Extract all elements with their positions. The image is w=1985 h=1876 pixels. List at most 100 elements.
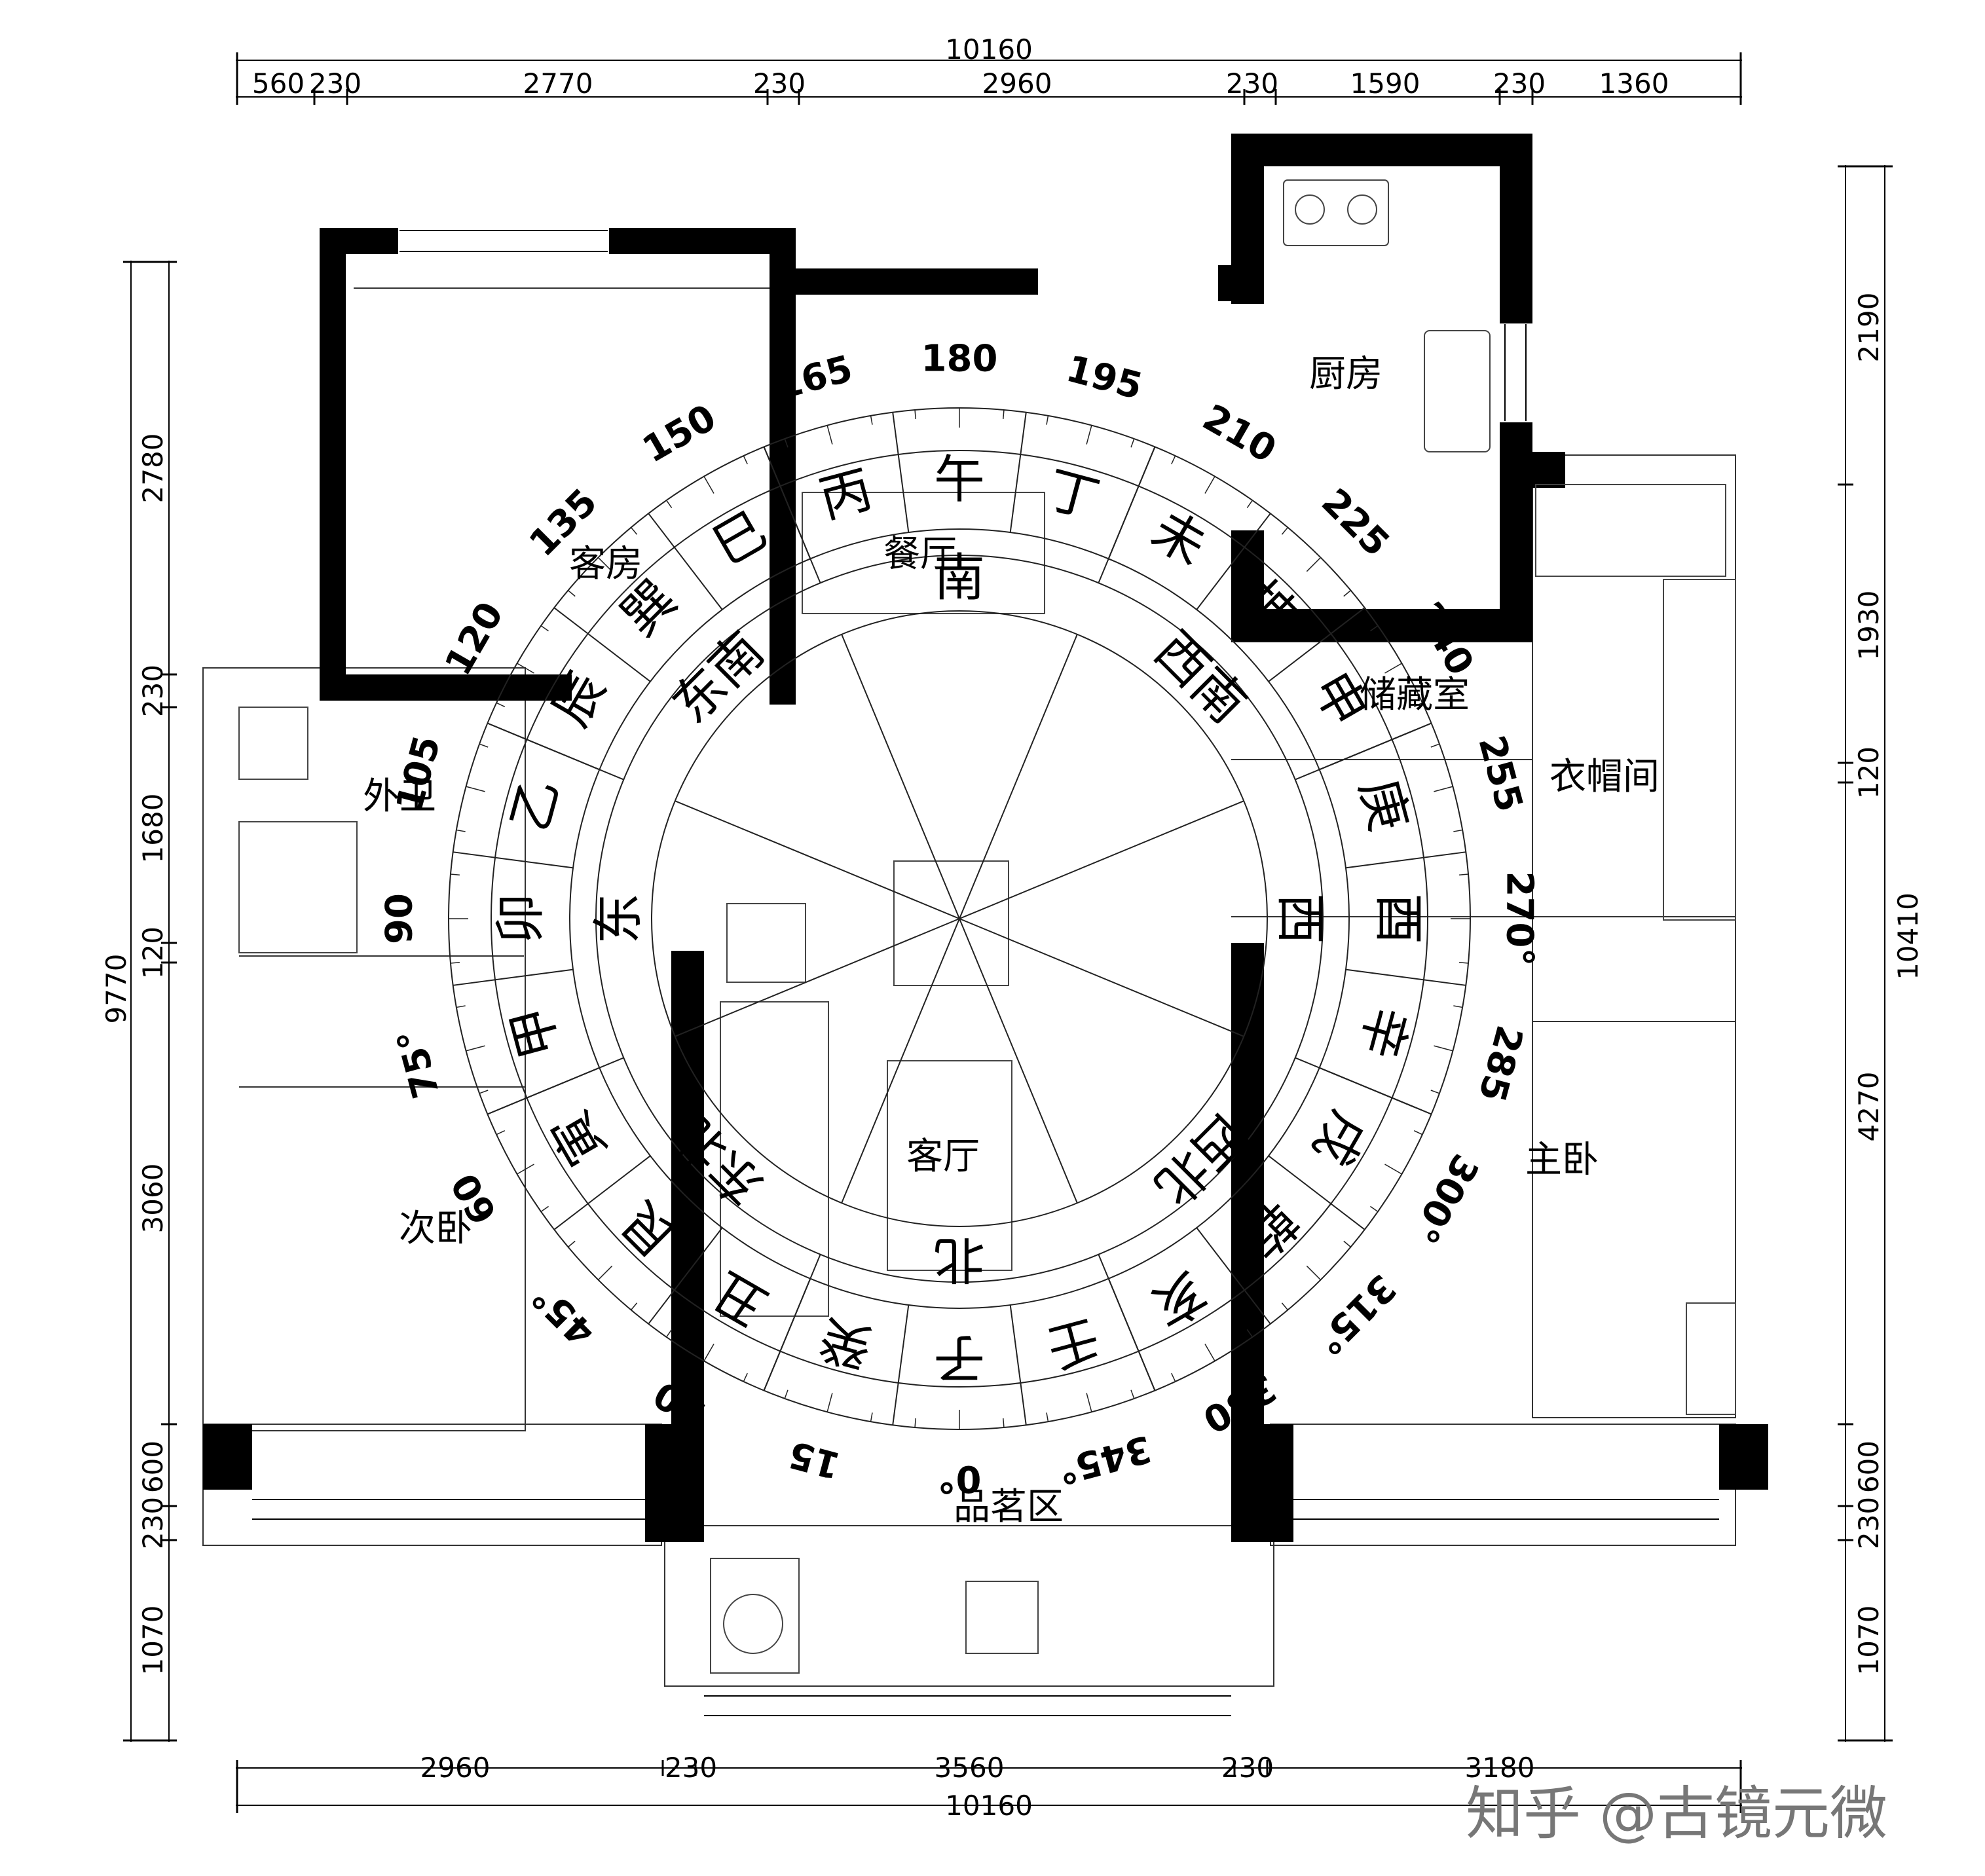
mountain-label: 子 bbox=[934, 1328, 985, 1387]
mountain-divider bbox=[1319, 1067, 1432, 1115]
degree-tick bbox=[826, 1393, 833, 1412]
degree-label: 300° bbox=[1402, 1147, 1487, 1251]
washer-icon bbox=[710, 1558, 800, 1674]
direction-spoke bbox=[959, 634, 1078, 919]
degree-tick bbox=[1370, 625, 1379, 632]
degree-tick bbox=[1171, 455, 1176, 465]
degree-tick bbox=[1246, 1329, 1253, 1338]
degree-label: 315° bbox=[1307, 1266, 1403, 1363]
washbasin-icon bbox=[238, 707, 308, 780]
degree-tick bbox=[784, 438, 788, 448]
tea-table bbox=[965, 1581, 1039, 1654]
degree-tick bbox=[631, 1302, 638, 1310]
mountain-divider bbox=[1345, 968, 1466, 986]
dim-left-seg: 1070 bbox=[137, 1606, 169, 1676]
compass-ring bbox=[491, 450, 1428, 1388]
dim-left-seg: 1680 bbox=[137, 794, 169, 864]
degree-tick bbox=[496, 1130, 506, 1135]
degree-tick bbox=[1434, 1045, 1453, 1052]
compass-overlay: 子癸丑艮寅甲卯乙辰巽巳丙午丁未坤申庚酉辛戌乾亥壬北东北东东南南西南西西北0°15… bbox=[379, 338, 1541, 1500]
degree-label: 15 bbox=[785, 1432, 845, 1486]
degree-tick bbox=[1459, 874, 1469, 875]
degree-label: 195 bbox=[1062, 348, 1147, 409]
degree-tick bbox=[1430, 743, 1440, 748]
degree-tick bbox=[496, 702, 506, 707]
mountain-divider bbox=[892, 1304, 910, 1425]
degree-tick bbox=[870, 1412, 873, 1422]
degree-tick bbox=[1370, 1205, 1379, 1213]
degree-tick bbox=[703, 1344, 714, 1361]
dim-left-seg: 2780 bbox=[137, 433, 169, 504]
tv-cabinet bbox=[893, 860, 1009, 986]
dim-top-seg: 2960 bbox=[982, 67, 1052, 100]
direction-spoke bbox=[675, 800, 960, 919]
dim-right-seg: 4270 bbox=[1853, 1072, 1885, 1142]
room-label-guest-room: 客房 bbox=[569, 543, 642, 585]
mountain-label: 午 bbox=[934, 451, 985, 509]
dim-right-seg: 600 bbox=[1853, 1441, 1885, 1493]
degree-tick bbox=[1204, 476, 1215, 494]
mountain-divider bbox=[1268, 1155, 1365, 1230]
dim-bottom-seg: 2960 bbox=[420, 1752, 491, 1784]
degree-tick bbox=[1343, 1240, 1351, 1247]
direction-spoke bbox=[841, 634, 960, 919]
degree-label: 255 bbox=[1470, 731, 1530, 817]
room-label-living: 客厅 bbox=[906, 1135, 980, 1178]
mountain-label: 壬 bbox=[1041, 1308, 1105, 1378]
mountain-divider bbox=[453, 851, 574, 869]
degree-tick bbox=[665, 1329, 673, 1338]
mountain-label: 丑 bbox=[703, 1260, 777, 1337]
degree-tick bbox=[1343, 590, 1351, 597]
degree-tick bbox=[1246, 500, 1253, 508]
degree-tick bbox=[826, 425, 833, 445]
wardrobe-cabinet bbox=[1535, 484, 1726, 577]
degree-label: 0° bbox=[938, 1458, 982, 1500]
dim-left-seg: 3060 bbox=[137, 1164, 169, 1234]
compass-ring bbox=[595, 555, 1324, 1283]
room-label-storage: 储藏室 bbox=[1360, 674, 1470, 716]
dim-right-seg: 2190 bbox=[1853, 293, 1885, 363]
degree-tick bbox=[1384, 1164, 1402, 1175]
degree-tick bbox=[1003, 409, 1005, 419]
mountain-divider bbox=[1268, 607, 1365, 682]
degree-tick bbox=[1086, 1393, 1092, 1412]
degree-tick bbox=[597, 1265, 613, 1281]
degree-tick bbox=[631, 527, 638, 535]
degree-tick bbox=[743, 1372, 748, 1382]
dim-top-seg: 230 bbox=[1493, 67, 1546, 100]
mountain-label: 辰 bbox=[541, 663, 618, 737]
degree-tick bbox=[540, 1205, 549, 1213]
degree-label: 75° bbox=[389, 1025, 448, 1103]
degree-tick bbox=[479, 1090, 489, 1094]
stove-icon bbox=[1283, 179, 1389, 246]
degree-tick bbox=[1281, 527, 1288, 535]
degree-tick bbox=[456, 1005, 466, 1008]
degree-tick bbox=[456, 829, 466, 832]
mountain-label: 丁 bbox=[1041, 460, 1105, 530]
mountain-divider bbox=[1107, 446, 1156, 559]
bed-icon bbox=[1686, 1302, 1736, 1415]
degree-label: 225 bbox=[1313, 481, 1398, 565]
dim-top-seg: 230 bbox=[753, 67, 806, 100]
dim-top-seg: 2770 bbox=[523, 67, 593, 100]
degree-tick bbox=[743, 455, 748, 465]
dim-bottom-seg: 3560 bbox=[935, 1752, 1005, 1784]
dim-left-seg: 230 bbox=[137, 665, 169, 717]
mountain-label: 亥 bbox=[1142, 1260, 1216, 1337]
degree-tick bbox=[1430, 1090, 1440, 1094]
degree-label: 180 bbox=[921, 338, 998, 380]
direction-label: 北 bbox=[934, 1230, 985, 1289]
mountain-label: 癸 bbox=[813, 1308, 878, 1378]
degree-label: 210 bbox=[1196, 396, 1284, 471]
dim-top-total: 10160 bbox=[945, 33, 1033, 65]
mountain-divider bbox=[763, 1278, 811, 1391]
dim-top-seg: 230 bbox=[1226, 67, 1278, 100]
degree-tick bbox=[1046, 415, 1049, 425]
degree-tick bbox=[1434, 786, 1453, 792]
degree-tick bbox=[784, 1389, 788, 1399]
mountain-divider bbox=[648, 1227, 723, 1325]
degree-tick bbox=[479, 743, 489, 748]
dim-right-total: 10410 bbox=[1892, 892, 1924, 980]
degree-tick bbox=[1281, 1302, 1288, 1310]
